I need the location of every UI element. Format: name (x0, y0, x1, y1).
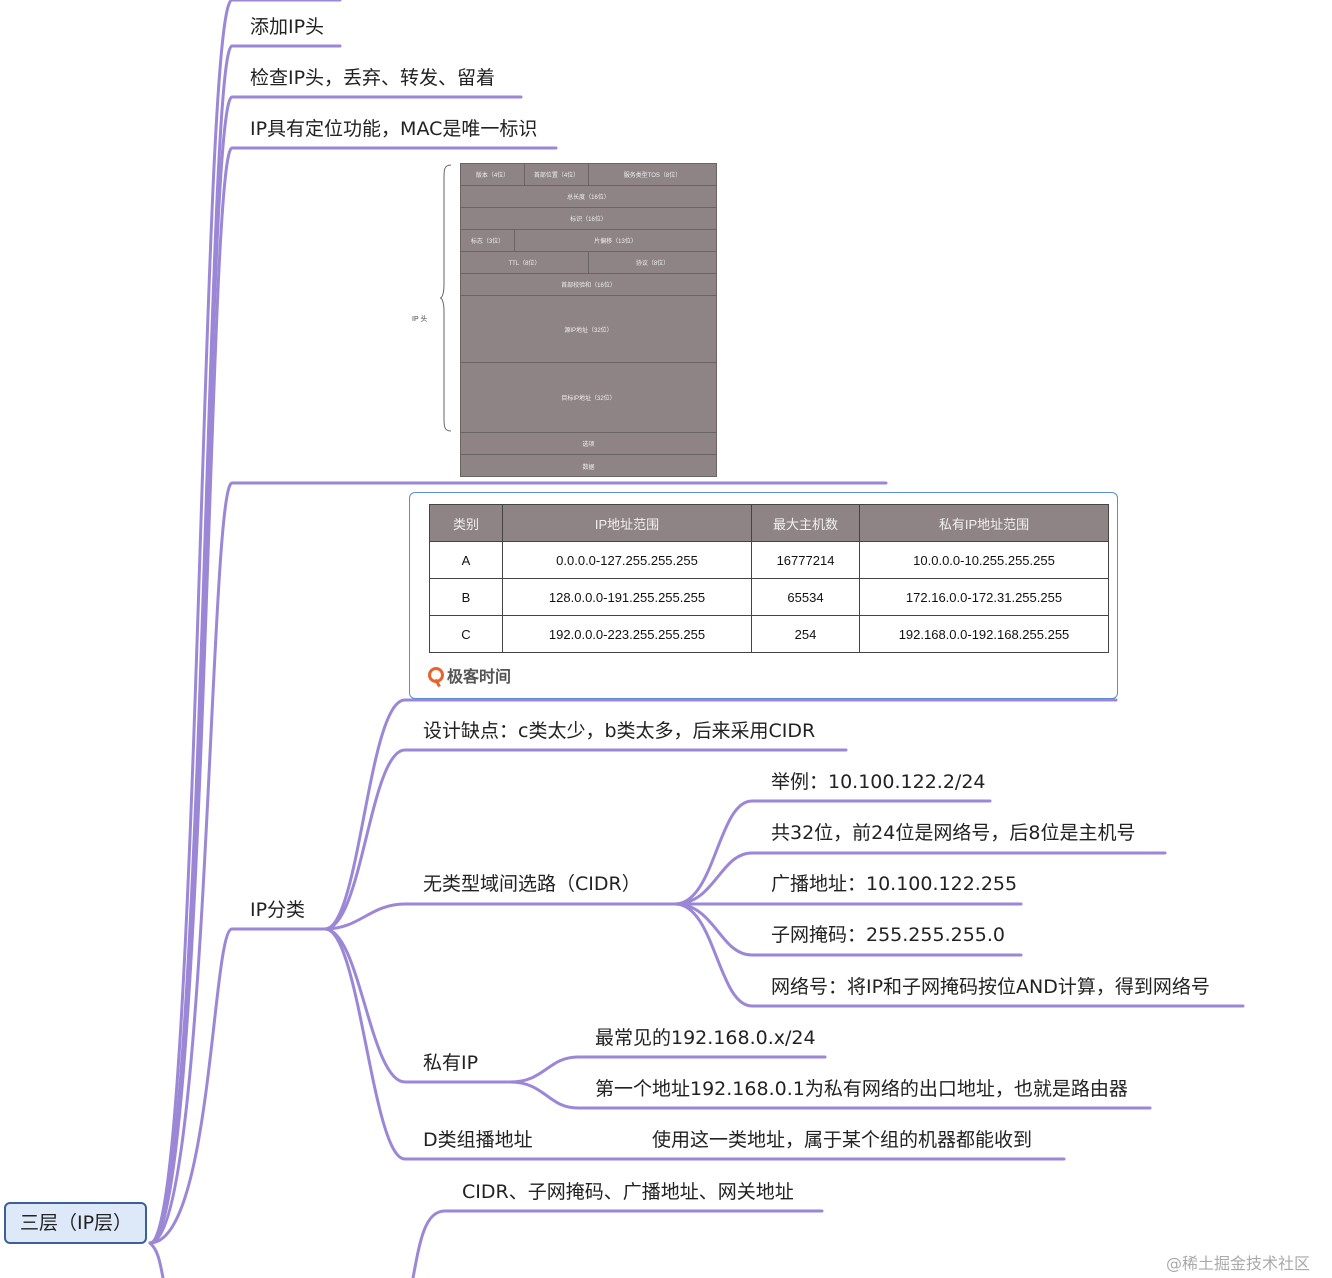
ip-header-diagram: 版本（4位） 首部位置（4位） 服务类型TOS（8位） 总长度（16位） 标识（… (460, 163, 717, 477)
table-cell: B (429, 578, 503, 616)
edge-root-down (148, 1241, 165, 1278)
table-header-max-hosts: 最大主机数 (751, 504, 860, 542)
table-cell: 192.0.0.0-223.255.255.255 (502, 615, 752, 653)
node-cidr-mask[interactable]: 子网掩码：255.255.255.0 (771, 924, 1006, 946)
edge-class-cidr (323, 902, 677, 931)
edge-root-ip-locating (148, 146, 558, 1245)
ip-class-table-card[interactable]: 类别 IP地址范围 最大主机数 私有IP地址范围 A 0.0.0.0-127.2… (409, 492, 1118, 699)
ip-field-version: 版本（4位） (461, 164, 525, 185)
table-row: A 0.0.0.0-127.255.255.255 16777214 10.0.… (429, 541, 1109, 579)
table-cell: 10.0.0.0-10.255.255.255 (859, 541, 1109, 579)
edge-class-table (323, 698, 1118, 931)
table-cell: 16777214 (751, 541, 860, 579)
root-node-label: 三层（IP层） (20, 1212, 133, 1234)
node-class-d[interactable]: D类组播地址 (423, 1129, 533, 1151)
node-cidr-example[interactable]: 举例：10.100.122.2/24 (771, 771, 986, 793)
node-cidr-bits[interactable]: 共32位，前24位是网络号，后8位是主机号 (771, 822, 1136, 844)
ip-field-ttl: TTL（8位） (461, 252, 589, 273)
ip-field-src: 源IP地址（32位） (564, 327, 613, 334)
table-cell: 172.16.0.0-172.31.255.255 (859, 578, 1109, 616)
node-ip-class[interactable]: IP分类 (250, 899, 306, 921)
table-cell: A (429, 541, 503, 579)
table-header-range: IP地址范围 (502, 504, 752, 542)
edge-private-first (508, 1080, 1152, 1110)
node-private-ip[interactable]: 私有IP (423, 1052, 479, 1074)
edge-root-top-stub (148, 0, 342, 1245)
table-cell: 128.0.0.0-191.255.255.255 (502, 578, 752, 616)
ip-field-checksum: 首部校验和（16位） (561, 283, 616, 289)
edge-cidr-netid (673, 902, 1245, 1008)
ip-header-label: IP 头 (412, 316, 428, 323)
edge-class-d (323, 927, 1066, 1161)
brand-logo: 极客时间 (428, 663, 511, 687)
edge-root-ip-header (148, 481, 888, 1245)
ip-field-flags: 标志（3位） (461, 230, 515, 251)
ip-field-protocol: 协议（8位） (635, 261, 670, 267)
ip-field-dst: 目标IP地址（32位） (561, 396, 616, 402)
table-cell: 0.0.0.0-127.255.255.255 (502, 541, 752, 579)
ip-class-table: 类别 IP地址范围 最大主机数 私有IP地址范围 A 0.0.0.0-127.2… (429, 504, 1109, 653)
node-ip-locating[interactable]: IP具有定位功能，MAC是唯一标识 (250, 118, 538, 140)
ip-field-tos: 服务类型TOS（8位） (623, 173, 682, 179)
ip-field-data: 数据 (582, 464, 595, 471)
ip-field-total-length: 总长度（16位） (567, 195, 610, 201)
table-cell: 254 (751, 615, 860, 653)
root-node[interactable]: 三层（IP层） (4, 1202, 147, 1244)
table-cell: 65534 (751, 578, 860, 616)
edge-class-flaw (323, 748, 848, 931)
node-cidr-netid[interactable]: 网络号：将IP和子网掩码按位AND计算，得到网络号 (771, 976, 1210, 998)
node-cidr-broadcast[interactable]: 广播地址：10.100.122.255 (771, 873, 1018, 895)
table-cell: C (429, 615, 503, 653)
ip-field-options: 选项 (582, 442, 595, 448)
edge-root-ip-class (148, 927, 327, 1245)
ip-header-brace (440, 164, 452, 432)
node-class-d-desc[interactable]: 使用这一类地址，属于某个组的机器都能收到 (652, 1129, 1033, 1151)
brand-name: 极客时间 (447, 669, 512, 686)
edge-bottom-branch (411, 1209, 824, 1278)
edge-class-private (323, 927, 512, 1084)
edge-cidr-mask (673, 902, 1023, 957)
node-design-flaw[interactable]: 设计缺点：c类太少，b类太多，后来采用CIDR (423, 720, 816, 742)
node-private-common[interactable]: 最常见的192.168.0.x/24 (595, 1027, 816, 1049)
table-cell: 192.168.0.0-192.168.255.255 (859, 615, 1109, 653)
geektime-icon (428, 667, 444, 683)
edge-private-common (508, 1055, 827, 1084)
node-private-first[interactable]: 第一个地址192.168.0.1为私有网络的出口地址，也就是路由器 (595, 1078, 1128, 1100)
node-cidr[interactable]: 无类型域间选路（CIDR） (423, 873, 641, 895)
ip-field-identification: 标识（16位） (570, 217, 607, 223)
edge-cidr-example (673, 799, 992, 906)
ip-field-fragment-offset: 片偏移（13位） (594, 239, 637, 245)
table-header-class: 类别 (429, 504, 503, 542)
node-check-ip-header[interactable]: 检查IP头，丢弃、转发、留着 (250, 67, 496, 89)
table-header-private-range: 私有IP地址范围 (859, 504, 1109, 542)
node-cidr-terms[interactable]: CIDR、子网掩码、广播地址、网关地址 (462, 1181, 794, 1203)
edge-cidr-bits (673, 851, 1167, 906)
watermark: @稀土掘金技术社区 (1166, 1254, 1311, 1273)
node-add-ip-header[interactable]: 添加IP头 (250, 16, 325, 38)
table-row: B 128.0.0.0-191.255.255.255 65534 172.16… (429, 578, 1109, 616)
table-row: C 192.0.0.0-223.255.255.255 254 192.168.… (429, 615, 1109, 653)
ip-field-ihl: 首部位置（4位） (525, 164, 589, 185)
